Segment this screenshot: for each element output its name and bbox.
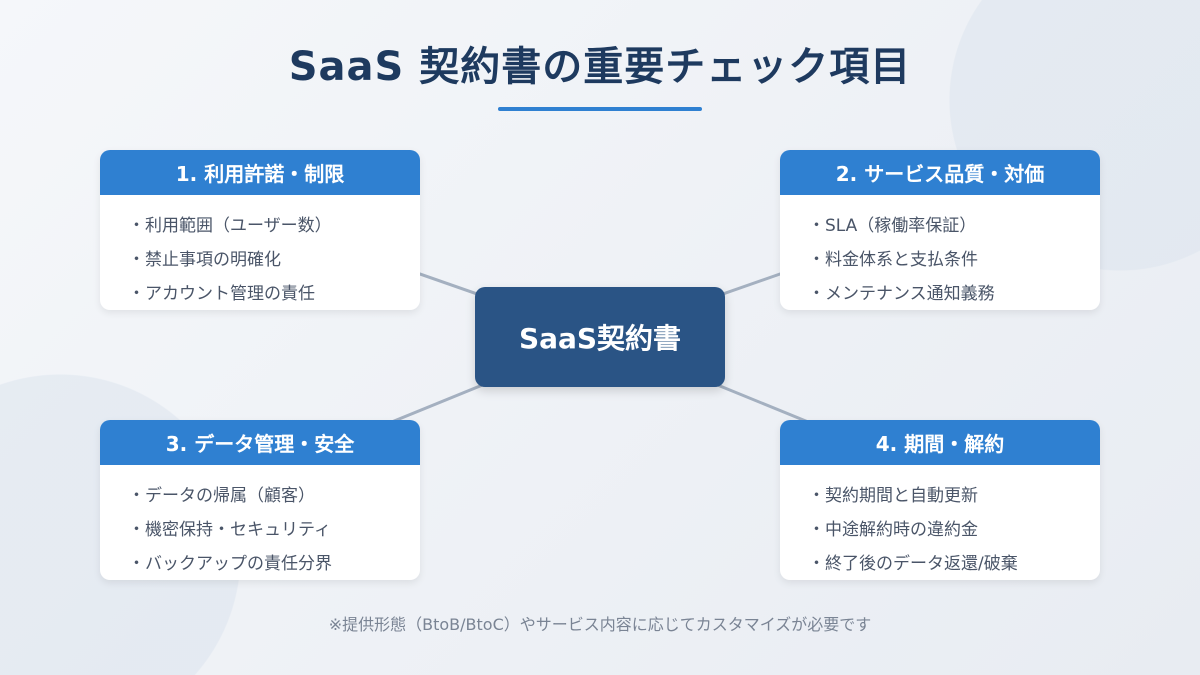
list-item: 契約期間と自動更新 [814,479,1100,513]
list-item: バックアップの責任分界 [134,547,420,581]
card-term-termination: 4. 期間・解約 契約期間と自動更新中途解約時の違約金終了後のデータ返還/破棄 [780,420,1100,580]
list-item: 禁止事項の明確化 [134,243,420,277]
card-data-management: 3. データ管理・安全 データの帰属（顧客）機密保持・セキュリティバックアップの… [100,420,420,580]
card-service-quality: 2. サービス品質・対価 SLA（稼働率保証）料金体系と支払条件メンテナンス通知… [780,150,1100,310]
footnote: ※提供形態（BtoB/BtoC）やサービス内容に応じてカスタマイズが必要です [328,615,872,634]
list-item: SLA（稼働率保証） [814,209,1100,243]
card-heading: 2. サービス品質・対価 [780,150,1100,195]
list-item: 中途解約時の違約金 [814,513,1100,547]
list-item: 利用範囲（ユーザー数） [134,209,420,243]
center-node: SaaS契約書 [475,287,725,387]
card-license: 1. 利用許諾・制限 利用範囲（ユーザー数）禁止事項の明確化アカウント管理の責任 [100,150,420,310]
list-item: 終了後のデータ返還/破棄 [814,547,1100,581]
card-heading: 3. データ管理・安全 [100,420,420,465]
list-item: データの帰属（顧客） [134,479,420,513]
list-item: 料金体系と支払条件 [814,243,1100,277]
list-item: 機密保持・セキュリティ [134,513,420,547]
card-heading: 1. 利用許諾・制限 [100,150,420,195]
list-item: メンテナンス通知義務 [814,277,1100,311]
card-heading: 4. 期間・解約 [780,420,1100,465]
page-title: SaaS 契約書の重要チェック項目 [288,44,912,90]
title-underline [498,107,702,111]
list-item: アカウント管理の責任 [134,277,420,311]
